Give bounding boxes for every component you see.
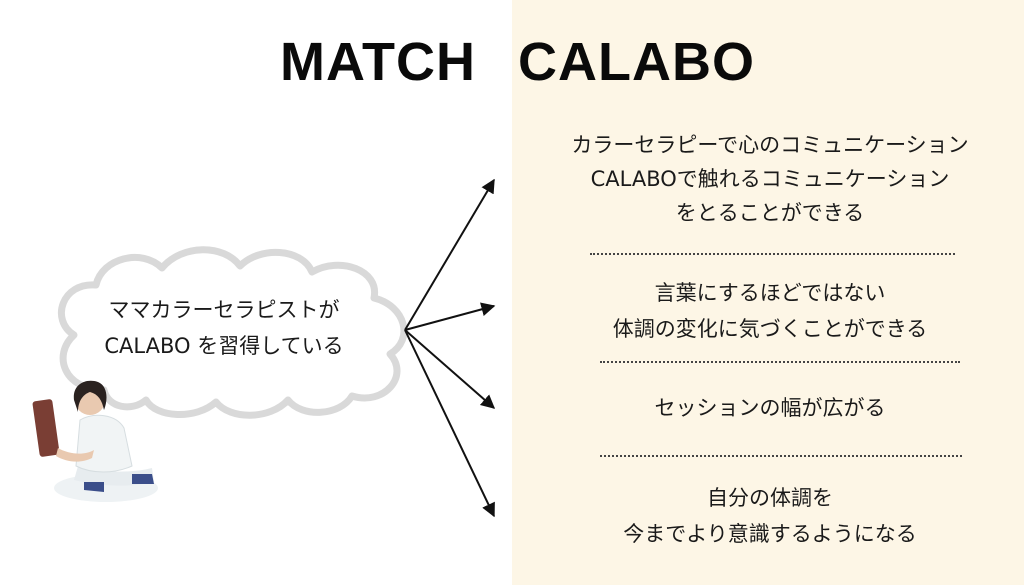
title-match: MATCH [280,32,476,92]
cloud-line-1: ママカラーセラピストが [108,298,340,322]
arrow-right-icon-1 [404,178,495,331]
benefit-3-line-1: セッションの幅が広がる [654,396,886,420]
benefit-block-3: セッションの幅が広がる [520,390,1020,426]
benefit-1-line-2: CALABOで触れるコミュニケーション [590,167,950,191]
benefit-block-1: カラーセラピーで心のコミュニケーション CALABOで触れるコミュニケーション … [520,128,1020,230]
cloud-line-2: CALABO を習得している [104,334,344,358]
benefit-2-line-2: 体調の変化に気づくことができる [612,317,928,341]
arrow-right-icon-2 [404,302,496,331]
title-calabo: CALABO [518,32,755,92]
arrow-right-icon-3 [404,329,496,409]
benefit-1-line-1: カラーセラピーで心のコミュニケーション [571,133,969,157]
thought-cloud-icon [57,246,408,419]
arrow-right-icon-4 [404,329,495,518]
page-title: MATCH CALABO [0,22,1024,102]
benefit-4-line-1: 自分の体調を [707,486,833,510]
benefit-4-line-2: 今までより意識するようになる [623,522,917,546]
benefit-block-2: 言葉にするほどではない 体調の変化に気づくことができる [520,275,1020,347]
right-panel-background [512,0,1024,585]
divider-1 [590,253,955,255]
divider-2 [600,361,960,363]
cloud-text: ママカラーセラピストが CALABO を習得している [44,292,404,364]
person-photo-icon [32,380,158,502]
benefit-1-line-3: をとることができる [675,201,865,225]
benefit-2-line-1: 言葉にするほどではない [654,281,886,305]
benefit-block-4: 自分の体調を 今までより意識するようになる [520,480,1020,552]
divider-3 [600,455,962,457]
